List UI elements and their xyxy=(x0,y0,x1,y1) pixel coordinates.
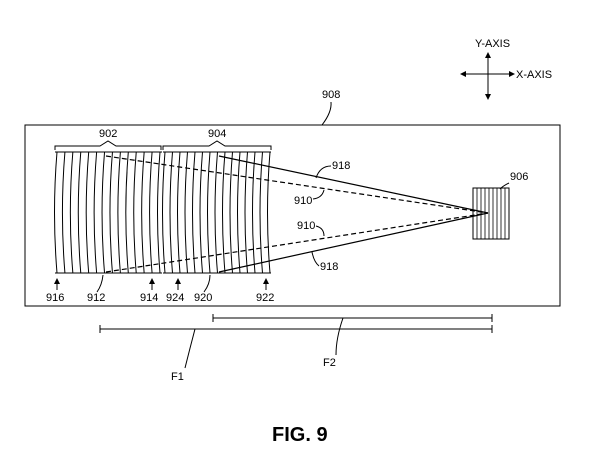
lens-right-curve xyxy=(177,151,181,274)
ray-labels: 918 910 910 918 xyxy=(294,160,350,273)
label-918-lower: 918 xyxy=(320,261,338,273)
label-924: 924 xyxy=(166,292,184,304)
ray-918-upper xyxy=(218,155,489,214)
label-910-lower: 910 xyxy=(297,220,315,232)
lens-array-902 xyxy=(54,151,162,274)
lens-left-curve xyxy=(149,151,153,274)
leader-920 xyxy=(203,274,211,293)
lens-right-curve xyxy=(162,151,166,274)
lens-left-curve xyxy=(61,151,66,274)
f1-leader xyxy=(184,328,196,369)
lens-left-curve xyxy=(77,151,82,274)
leader-910-upper xyxy=(312,189,325,200)
figure-caption: FIG. 9 xyxy=(272,424,328,446)
label-922: 922 xyxy=(256,292,274,304)
focal-f2: F2 xyxy=(212,314,493,369)
ray-918-lower xyxy=(218,212,489,273)
bracket-902-shape xyxy=(54,140,162,150)
lens-right-curve xyxy=(199,151,203,274)
lens-right-curve xyxy=(192,151,196,274)
bottom-labels: 916 912 914 924 920 922 xyxy=(46,274,274,304)
lens-left-curve xyxy=(85,151,90,274)
lens-left-curve xyxy=(141,151,145,274)
bracket-902: 902 xyxy=(54,128,162,150)
lens-left-curve xyxy=(54,151,58,274)
lens-left-curve xyxy=(125,151,129,274)
bottom-arrows xyxy=(54,278,269,290)
label-914: 914 xyxy=(140,292,158,304)
lens-right-curve xyxy=(229,151,233,274)
lens-right-curve xyxy=(222,151,226,274)
housing-box xyxy=(24,124,561,307)
lens-left-curve xyxy=(133,151,137,274)
f1-label: F1 xyxy=(171,371,184,383)
leader-912 xyxy=(96,274,104,293)
lens-right-curve xyxy=(252,151,256,274)
source-leader xyxy=(499,182,510,190)
housing-leader xyxy=(321,101,332,126)
bracket-902-label: 902 xyxy=(99,128,117,140)
lens-right-curve xyxy=(267,151,271,274)
lens-right-curve xyxy=(214,151,218,274)
lens-right-curve xyxy=(169,151,173,274)
source-906: 906 xyxy=(472,171,528,240)
source-label: 906 xyxy=(510,171,528,183)
label-920: 920 xyxy=(194,292,212,304)
y-axis-label: Y-AXIS xyxy=(475,38,510,50)
lens-right-curve xyxy=(244,151,248,274)
leader-918-upper xyxy=(315,165,332,179)
lens-left-curve xyxy=(69,151,74,274)
label-918-upper: 918 xyxy=(332,160,350,172)
housing-label: 908 xyxy=(322,89,340,101)
label-912: 912 xyxy=(87,292,105,304)
bracket-904-shape xyxy=(162,140,272,150)
lens-left-curve xyxy=(93,151,98,274)
leader-910-lower xyxy=(315,225,325,237)
lens-left-curve xyxy=(109,151,113,274)
lens-right-curve xyxy=(207,151,211,274)
axis-indicator: Y-AXIS X-AXIS xyxy=(460,38,552,100)
source-box xyxy=(472,187,510,240)
label-916: 916 xyxy=(46,292,64,304)
lens-left-curve xyxy=(157,151,161,274)
rays xyxy=(105,155,489,273)
lens-right-curve xyxy=(184,151,188,274)
ray-910-lower xyxy=(105,212,489,273)
lens-left-curve xyxy=(101,151,106,274)
focal-f1: F1 xyxy=(99,325,493,383)
lens-right-curve xyxy=(237,151,241,274)
bracket-904-label: 904 xyxy=(208,128,226,140)
lens-right-curve xyxy=(259,151,263,274)
bracket-904: 904 xyxy=(162,128,272,150)
x-axis-label: X-AXIS xyxy=(516,69,552,81)
lens-left-curve xyxy=(117,151,121,274)
leader-918-lower xyxy=(311,251,320,267)
f2-label: F2 xyxy=(323,357,336,369)
label-910-upper: 910 xyxy=(294,195,312,207)
ray-910-upper xyxy=(105,155,489,214)
housing-908: 908 xyxy=(24,89,561,307)
f2-leader xyxy=(335,317,344,356)
